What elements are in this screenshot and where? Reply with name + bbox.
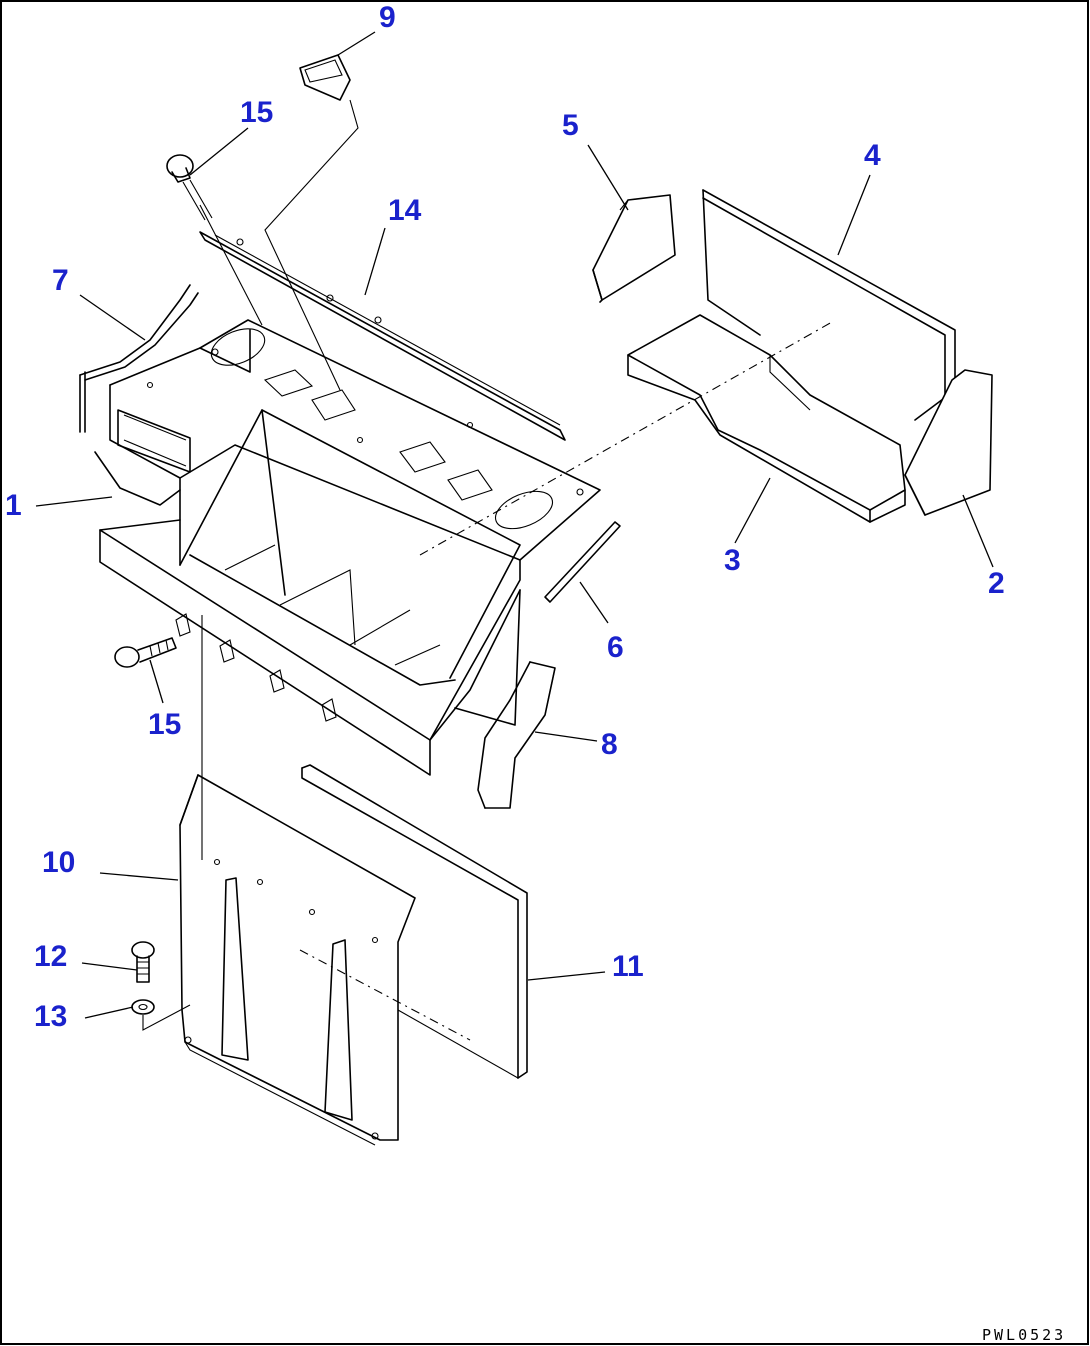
callout-10: 10 [42, 846, 75, 879]
leader-lines [35, 31, 994, 1019]
callout-15-bottom: 15 [148, 708, 181, 741]
part-9-switch [299, 54, 351, 101]
part-7-left-strip [79, 284, 199, 433]
callout-2: 2 [988, 567, 1005, 600]
part-5-side-pad [592, 194, 676, 303]
callout-13: 13 [34, 1000, 67, 1033]
part-10-lower-panel [179, 774, 416, 1146]
callout-4: 4 [864, 139, 881, 172]
assembly-lines [142, 99, 833, 1041]
part-15-bolt-bottom [114, 637, 177, 668]
callout-1: 1 [5, 489, 22, 522]
callout-6: 6 [607, 631, 624, 664]
drawing-code: PWL0523 [982, 1326, 1066, 1344]
callout-labels: 1 2 3 4 5 6 7 8 9 10 11 12 13 14 15 15 [5, 1, 1005, 1033]
part-14-top-strip [199, 231, 566, 441]
part-12-bolt [131, 941, 155, 983]
callout-12: 12 [34, 940, 67, 973]
part-8-corner-trim [477, 661, 556, 809]
callout-7: 7 [52, 264, 69, 297]
part-11-insulation-pad [301, 764, 528, 1079]
callout-3: 3 [724, 544, 741, 577]
part-2-side-bolster [904, 369, 993, 516]
callout-5: 5 [562, 109, 579, 142]
callout-15-top: 15 [240, 96, 273, 129]
part-3-seat-cushion [627, 314, 906, 523]
part-4-back-cushion [702, 189, 956, 421]
callout-8: 8 [601, 728, 618, 761]
callout-11: 11 [612, 950, 644, 983]
part-15-bolt-top [166, 154, 213, 221]
part-1-dashboard-box [94, 319, 601, 776]
part-6-strip [544, 521, 621, 603]
callout-14: 14 [388, 194, 422, 227]
part-13-washer [131, 999, 155, 1015]
callout-9: 9 [379, 1, 396, 34]
